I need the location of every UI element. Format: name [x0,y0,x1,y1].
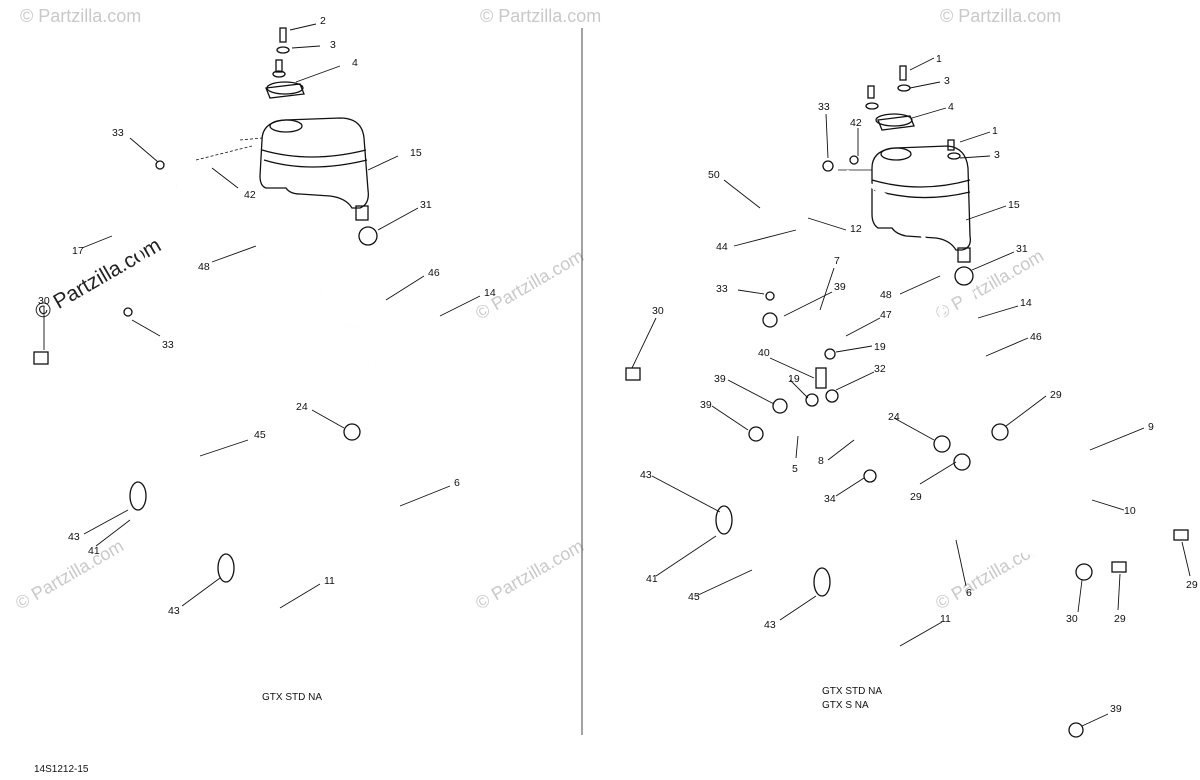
part-label: 39 [714,373,726,385]
part-label: 8 [818,455,824,467]
part-label: 33 [112,127,124,139]
part-label: 2 [320,15,326,27]
part-label: 41 [88,545,100,557]
part-label: 42 [850,117,862,129]
part-label: 11 [940,613,951,625]
part-label: 1 [936,53,942,65]
watermark-text: © Partzilla.com [940,6,1061,26]
part-label: 24 [888,411,900,423]
part-label: 45 [254,429,266,441]
part-label: 44 [716,241,728,253]
part-label: 6 [454,477,460,489]
part-label: 34 [824,493,836,505]
expansion-tank-right [838,65,971,263]
part-label: 10 [1124,505,1136,517]
part-label: 29 [910,491,922,503]
right-panel-drawing: 1 3 4 33 42 1 3 50 12 15 44 7 33 39 47 4… [625,53,1198,738]
part-label: 33 [162,339,174,351]
part-label: 39 [834,281,846,293]
part-label: 42 [244,189,256,201]
part-label: 15 [1008,199,1020,211]
right-panel-caption-line: GTX STD NA [822,686,882,697]
part-label: 39 [700,399,712,411]
part-label: 29 [1114,613,1126,625]
part-label: 1 [992,125,998,137]
part-label: 30 [38,295,50,307]
part-label: 45 [688,591,700,603]
part-label: 11 [324,575,335,587]
part-label: 24 [296,401,308,413]
part-label: 3 [994,149,1000,161]
watermark-text: © Partzilla.com [12,535,127,613]
part-label: 19 [788,373,800,385]
part-label: 41 [646,573,658,585]
diagram-code: 14S1212-15 [34,764,89,775]
part-label: 14 [484,287,496,299]
part-label: 32 [874,363,886,375]
part-label: 43 [68,531,80,543]
watermark-text: © Partzilla.com [472,245,587,323]
part-label: 4 [352,57,358,69]
part-label: 29 [1050,389,1062,401]
part-label: 15 [410,147,422,159]
part-label: 39 [1110,703,1122,715]
part-label: 31 [420,199,432,211]
watermark-text: © Partzilla.com [480,6,601,26]
part-label: 48 [198,261,210,273]
part-label: 47 [880,309,892,321]
part-label: 50 [708,169,720,181]
part-label: 43 [640,469,652,481]
part-label: 17 [72,245,84,257]
part-label: 46 [428,267,440,279]
left-panel-caption: GTX STD NA [262,692,322,703]
part-label: 48 [880,289,892,301]
part-label: 12 [850,223,862,235]
watermark-text: © Partzilla.com [932,245,1047,323]
part-label: 3 [330,39,336,51]
part-label: 7 [834,255,840,267]
watermark-text: © Partzilla.com [20,6,141,26]
part-label: 9 [1148,421,1154,433]
part-label: 43 [168,605,180,617]
right-panel-caption-line: GTX S NA [822,700,869,711]
part-label: 31 [1016,243,1028,255]
part-label: 30 [652,305,664,317]
part-label: 4 [948,101,954,113]
part-label: 14 [1020,297,1032,309]
part-label: 3 [944,75,950,87]
part-label: 43 [764,619,776,631]
part-label: 6 [966,587,972,599]
part-label: 30 [1066,613,1078,625]
part-label: 5 [792,463,798,475]
left-panel-drawing: 2 3 4 33 15 42 31 17 48 46 14 33 30 24 4… [33,15,496,715]
expansion-tank-left [195,27,369,221]
watermark-text: © Partzilla.com [472,535,587,613]
part-label: 46 [1030,331,1042,343]
part-label: 19 [874,341,886,353]
part-label: 40 [758,347,770,359]
part-label: 33 [818,101,830,113]
part-label: 33 [716,283,728,295]
part-label: 29 [1186,579,1198,591]
